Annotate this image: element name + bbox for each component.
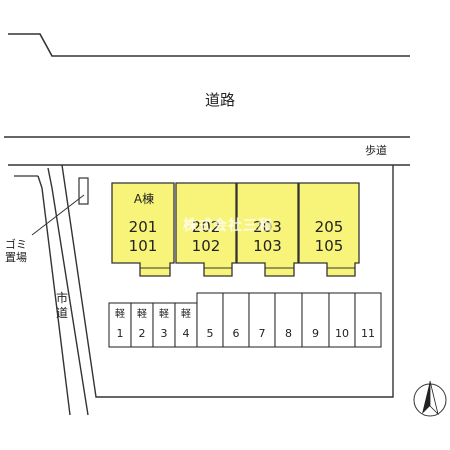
parking-space: 10 — [328, 292, 356, 348]
parking-space: 軽2 — [130, 302, 154, 348]
parking-space: 7 — [248, 292, 276, 348]
garbage-leader — [31, 194, 85, 236]
parking-kind-label: 軽 — [181, 308, 191, 320]
sidewalk-label: 歩道 — [365, 143, 387, 157]
parking-number: 4 — [183, 327, 190, 340]
parking-space: 6 — [222, 292, 250, 348]
parking-space: 8 — [274, 292, 303, 348]
city-road-east-line — [47, 167, 89, 416]
parking-kind-label: 軽 — [115, 308, 125, 320]
parking-space: 軽1 — [108, 302, 132, 348]
unit-block — [111, 182, 175, 277]
watermark: 株式会社三和 — [183, 217, 273, 234]
unit-block — [298, 182, 360, 277]
parking-number: 10 — [335, 327, 349, 340]
parking-space: 5 — [196, 292, 224, 348]
site-boundary — [61, 164, 394, 398]
road-label: 道路 — [205, 91, 235, 109]
parking-number: 5 — [207, 327, 214, 340]
city-road-label: 市道 — [56, 290, 68, 320]
unit-number-upper: 202 — [192, 218, 221, 236]
north-arrow-icon — [413, 380, 447, 417]
parking-space: 軽4 — [174, 302, 198, 348]
unit-number-upper: 205 — [315, 218, 344, 236]
parking-number: 1 — [117, 327, 124, 340]
parking-space: 11 — [354, 292, 382, 348]
unit-block — [175, 182, 237, 277]
parking-space: 軽3 — [152, 302, 176, 348]
garbage-label: ゴミ — [5, 237, 27, 251]
building-label: A棟 — [134, 191, 154, 206]
garbage-area — [78, 177, 89, 205]
unit-number-upper: 203 — [253, 218, 282, 236]
unit-block — [236, 182, 299, 277]
parking-space: 9 — [301, 292, 330, 348]
parking-number: 9 — [312, 327, 319, 340]
garbage-label-2: 置場 — [5, 251, 27, 264]
parking-kind-label: 軽 — [137, 308, 147, 320]
unit-number-upper: 201 — [129, 218, 158, 236]
unit-number-lower: 102 — [192, 237, 221, 255]
parking-number: 3 — [161, 327, 168, 340]
city-road-west-line — [37, 175, 71, 416]
unit-number-lower: 105 — [315, 237, 344, 255]
parking-number: 2 — [139, 327, 146, 340]
parking-number: 8 — [285, 327, 292, 340]
parking-number: 11 — [361, 327, 375, 340]
unit-number-lower: 101 — [129, 237, 158, 255]
parking-number: 7 — [259, 327, 266, 340]
parking-kind-label: 軽 — [159, 308, 169, 320]
unit-number-lower: 103 — [253, 237, 282, 255]
road-north-edge — [8, 33, 410, 57]
parking-number: 6 — [233, 327, 240, 340]
